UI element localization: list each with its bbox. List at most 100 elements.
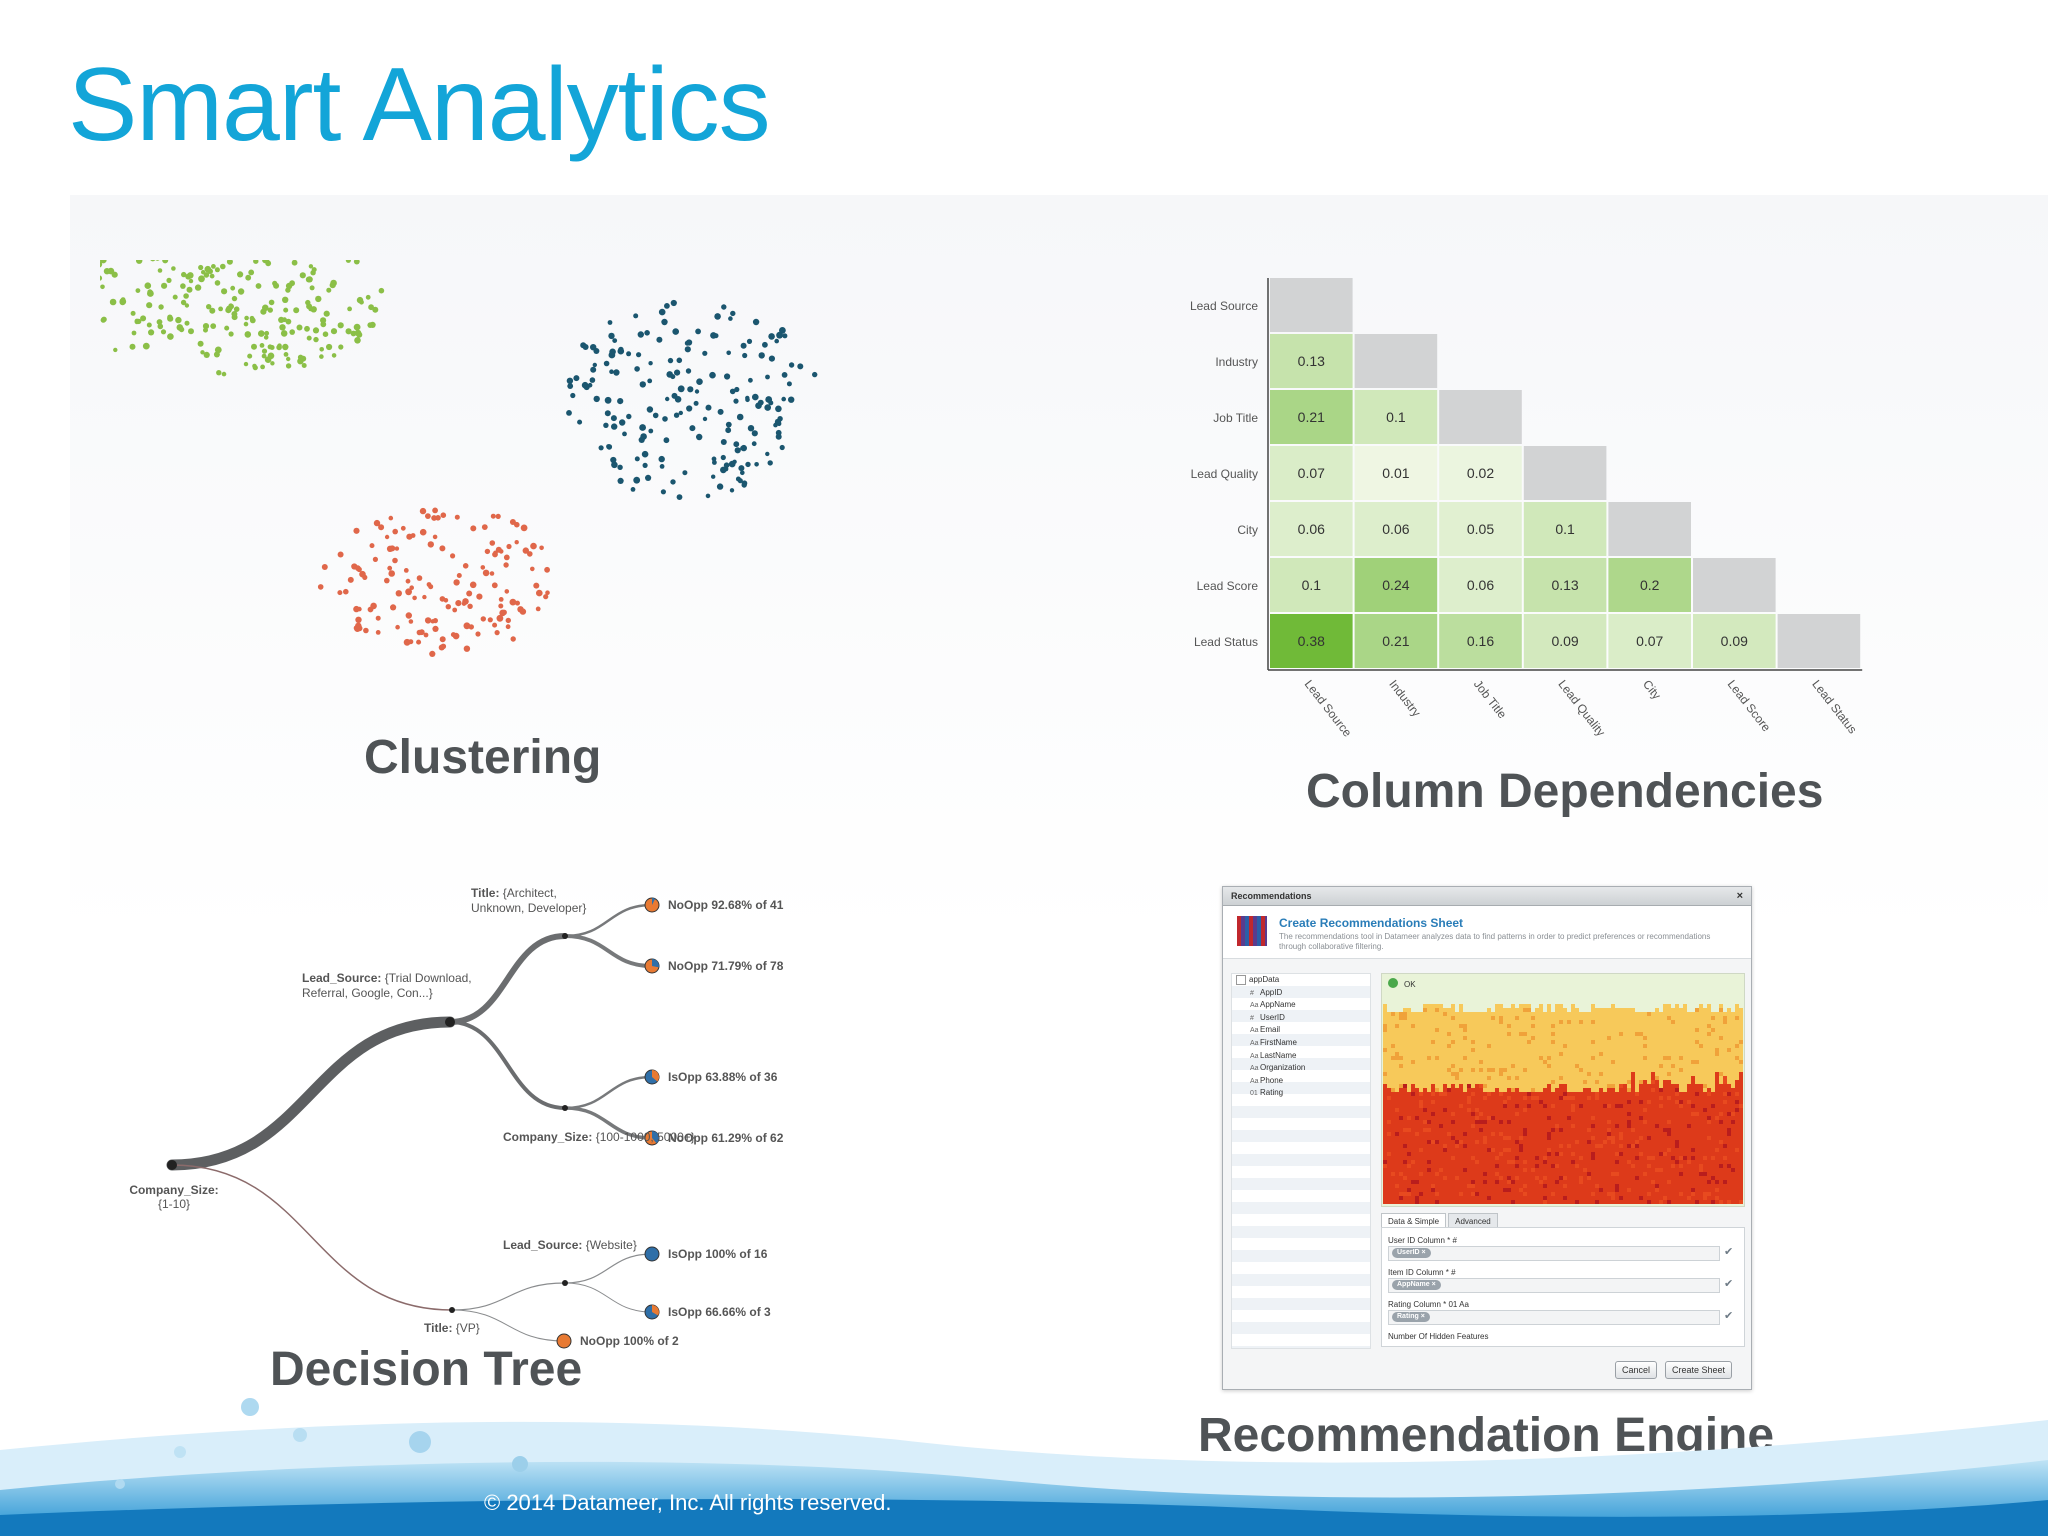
preview-cell — [1451, 1132, 1456, 1137]
preview-cell — [1491, 1144, 1496, 1149]
tree-column-item[interactable]: AaPhone — [1232, 1075, 1370, 1088]
cluster-point — [142, 342, 150, 350]
preview-cell — [1471, 1136, 1476, 1141]
preview-cell — [1451, 1168, 1456, 1173]
preview-cell — [1623, 1108, 1628, 1113]
preview-cell — [1543, 1024, 1548, 1029]
tree-column-item[interactable]: #AppID — [1232, 987, 1370, 1000]
preview-cell — [1471, 1084, 1476, 1089]
preview-cell — [1495, 1000, 1500, 1005]
heatmap-row-label: Lead Status — [1194, 635, 1258, 649]
preview-cell — [1671, 1128, 1676, 1133]
preview-cell — [1527, 1036, 1532, 1041]
tree-column-item[interactable]: AaOrganization — [1232, 1062, 1370, 1075]
preview-cell — [1435, 1108, 1440, 1113]
preview-cell — [1575, 1000, 1580, 1005]
preview-cell — [1523, 1196, 1528, 1201]
preview-cell — [1503, 996, 1508, 1001]
preview-cell — [1499, 1120, 1504, 1125]
preview-cell — [1511, 1084, 1516, 1089]
tree-column-item[interactable]: AaEmail — [1232, 1024, 1370, 1037]
preview-cell — [1563, 1108, 1568, 1113]
preview-cell — [1411, 1128, 1416, 1133]
tree-column-item[interactable]: AaAppName — [1232, 999, 1370, 1012]
preview-cell — [1707, 1060, 1712, 1065]
preview-cell — [1575, 1168, 1580, 1173]
preview-cell — [1679, 1112, 1684, 1117]
preview-cell — [1675, 1072, 1680, 1077]
preview-cell — [1587, 1184, 1592, 1189]
tree-column-item[interactable]: AaFirstName — [1232, 1037, 1370, 1050]
preview-cell — [1507, 1100, 1512, 1105]
preview-cell — [1423, 1112, 1428, 1117]
preview-cell — [1651, 1012, 1656, 1017]
preview-cell — [1487, 1028, 1492, 1033]
preview-cell — [1539, 1200, 1544, 1204]
preview-cell — [1535, 1148, 1540, 1153]
cluster-point — [408, 619, 414, 624]
preview-cell — [1439, 1020, 1444, 1025]
preview-cell — [1603, 1052, 1608, 1057]
checkbox-icon[interactable] — [1236, 974, 1246, 985]
preview-cell — [1655, 1104, 1660, 1109]
preview-cell — [1627, 1072, 1632, 1077]
preview-cell — [1451, 1164, 1456, 1169]
preview-cell — [1567, 1028, 1572, 1033]
preview-cell — [1631, 1008, 1636, 1013]
preview-cell — [1495, 1084, 1500, 1089]
preview-cell — [1683, 1076, 1688, 1081]
preview-cell — [1387, 1024, 1392, 1029]
preview-cell — [1643, 1124, 1648, 1129]
close-icon[interactable]: × — [1736, 890, 1743, 902]
preview-cell — [1435, 1036, 1440, 1041]
preview-cell — [1503, 1008, 1508, 1013]
preview-cell — [1395, 1060, 1400, 1065]
preview-cell — [1419, 1008, 1424, 1013]
preview-cell — [1587, 1056, 1592, 1061]
preview-cell — [1439, 1064, 1444, 1069]
cluster-point — [150, 260, 156, 262]
preview-cell — [1499, 1068, 1504, 1073]
preview-cell — [1511, 1048, 1516, 1053]
cluster-point — [726, 350, 731, 356]
preview-cell — [1619, 1112, 1624, 1117]
preview-cell — [1547, 1032, 1552, 1037]
preview-cell — [1695, 1108, 1700, 1113]
preview-cell — [1679, 1168, 1684, 1173]
preview-cell — [1563, 1080, 1568, 1085]
preview-cell — [1587, 1072, 1592, 1077]
preview-cell — [1475, 1112, 1480, 1117]
preview-cell — [1519, 1016, 1524, 1021]
preview-cell — [1627, 1012, 1632, 1017]
preview-cell — [1627, 1144, 1632, 1149]
heatmap-cell — [1693, 558, 1776, 612]
cluster-point — [231, 311, 238, 317]
preview-cell — [1607, 1080, 1612, 1085]
preview-cell — [1647, 1048, 1652, 1053]
preview-cell — [1423, 1184, 1428, 1189]
preview-cell — [1411, 1148, 1416, 1153]
preview-cell — [1631, 1136, 1636, 1141]
preview-cell — [1427, 1164, 1432, 1169]
preview-cell — [1691, 1104, 1696, 1109]
preview-cell — [1659, 1124, 1664, 1129]
preview-cell — [1683, 1200, 1688, 1204]
preview-cell — [1555, 1096, 1560, 1101]
cluster-point — [747, 425, 755, 432]
preview-cell — [1615, 1060, 1620, 1065]
preview-cell — [1583, 1112, 1588, 1117]
preview-cell — [1687, 1136, 1692, 1141]
tree-column-item[interactable]: AaLastName — [1232, 1050, 1370, 1063]
preview-cell — [1563, 1184, 1568, 1189]
tree-root-item[interactable]: appData — [1232, 974, 1370, 987]
preview-cell — [1559, 1112, 1564, 1117]
column-type-icon: Aa — [1250, 1002, 1259, 1010]
preview-cell — [1643, 1180, 1648, 1185]
preview-cell — [1551, 1136, 1556, 1141]
cluster-point — [752, 393, 759, 401]
preview-cell — [1591, 1056, 1596, 1061]
cluster-point — [140, 315, 147, 322]
tree-column-item[interactable]: #UserID — [1232, 1012, 1370, 1025]
preview-cell — [1479, 1128, 1484, 1133]
